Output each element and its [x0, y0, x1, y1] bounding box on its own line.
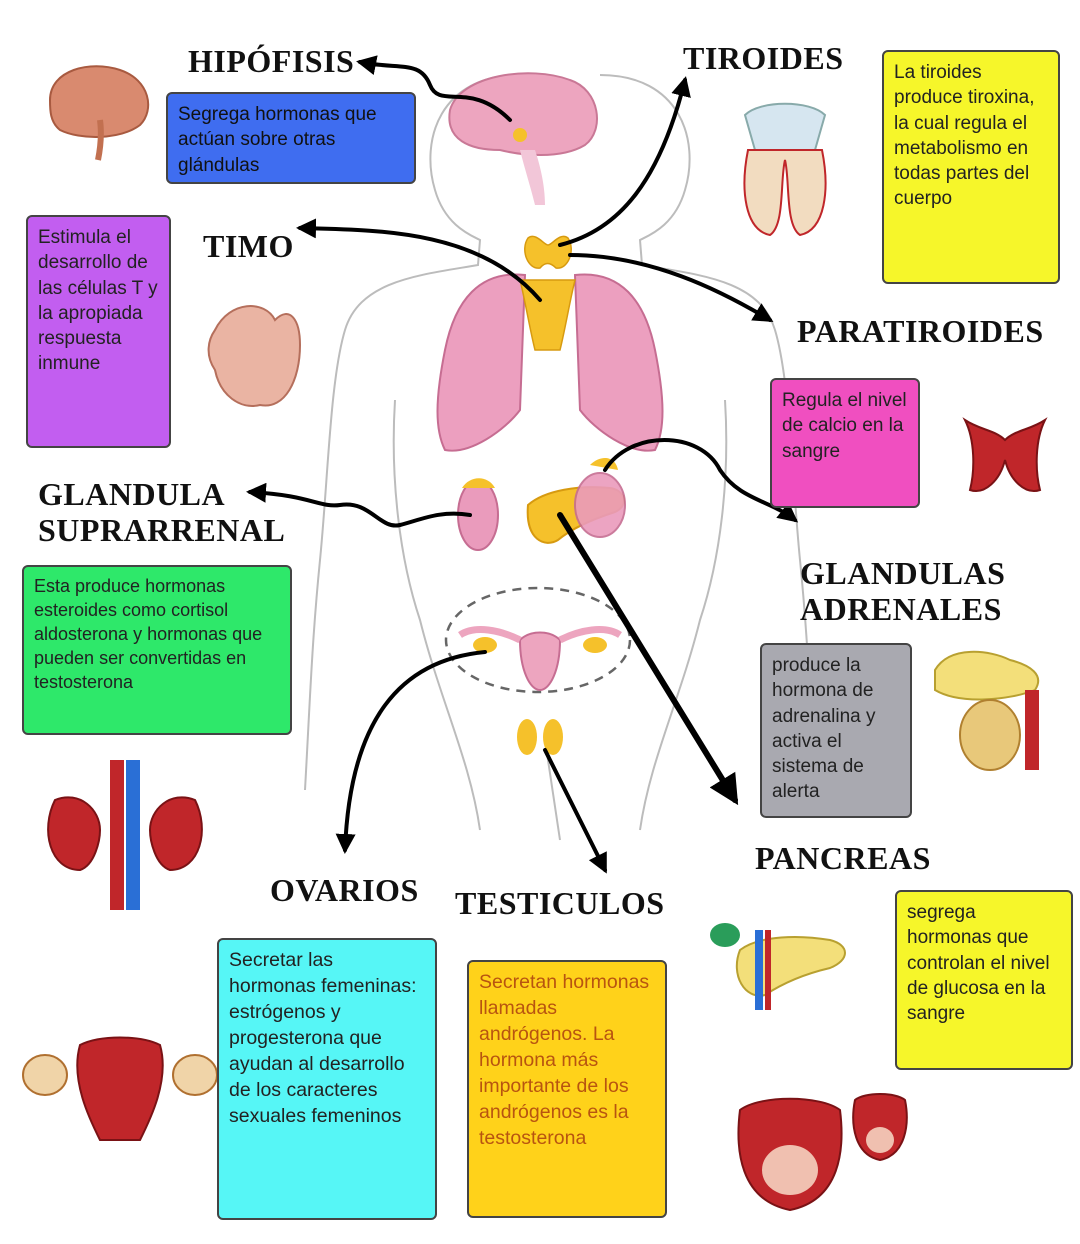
desc-paratiroides: Regula el nivel de calcio en la sangre — [770, 378, 920, 508]
title-pancreas: PANCREAS — [755, 840, 931, 876]
arrow-suprarrenal — [246, 482, 472, 528]
arrow-adrenales — [603, 438, 799, 523]
title-paratiroides: PARATIROIDES — [797, 313, 1044, 349]
arrow-hipofisis — [356, 55, 512, 122]
testes-organ — [517, 719, 563, 755]
title-timo: TIMO — [203, 228, 294, 264]
arrow-testiculos — [543, 748, 607, 874]
desc-tiroides: La tiroides produce tiroxina, la cual re… — [882, 50, 1060, 284]
brain-icon — [48, 65, 150, 161]
title-tiroides: TIROIDES — [683, 40, 844, 76]
lungs-organ — [436, 273, 664, 452]
title-testiculos: TESTICULOS — [455, 885, 665, 921]
testes-icon — [737, 1093, 908, 1212]
title-suprarrenal-line1: GLANDULA — [38, 476, 226, 512]
title-hipofisis: HIPÓFISIS — [188, 43, 355, 79]
arrow-pancreas — [557, 512, 739, 806]
uterus-icon — [22, 1036, 218, 1141]
arrow-tiroides — [558, 76, 691, 247]
desc-pancreas: segrega hormonas que controlan el nivel … — [895, 890, 1073, 1070]
brain-organ — [448, 72, 598, 205]
arrow-ovarios — [335, 650, 487, 854]
desc-suprarrenal: Esta produce hormonas esteroides como co… — [22, 565, 292, 735]
uterus-organ — [444, 586, 632, 694]
arrow-timo — [296, 218, 542, 302]
desc-hipofisis: Segrega hormonas que actúan sobre otras … — [166, 92, 416, 184]
pancreas-adrenal-icon — [934, 650, 1040, 771]
desc-timo: Estimula el desarrollo de las células T … — [26, 215, 171, 448]
parathyroid-icon — [962, 417, 1048, 492]
desc-testiculos: Secretan hormonas llamadas andrógenos. L… — [467, 960, 667, 1218]
pancreas-icon — [710, 923, 846, 1010]
thyroid-organ — [524, 235, 572, 269]
desc-ovarios: Secretar las hormonas femeninas: estróge… — [217, 938, 437, 1220]
desc-adrenales: produce la hormona de adrenalina y activ… — [760, 643, 912, 818]
title-adrenales-line2: ADRENALES — [800, 591, 1002, 627]
title-adrenales-line1: GLANDULAS — [800, 555, 1006, 591]
thymus-icon — [207, 305, 302, 407]
arrows — [246, 55, 799, 874]
thyroid-icon — [743, 102, 827, 237]
title-ovarios: OVARIOS — [270, 872, 419, 908]
kidneys-icon — [47, 760, 203, 910]
arrow-paratiroides — [568, 253, 774, 323]
pancreas-organ — [526, 458, 626, 544]
title-suprarrenal-line2: SUPRARRENAL — [38, 512, 286, 548]
